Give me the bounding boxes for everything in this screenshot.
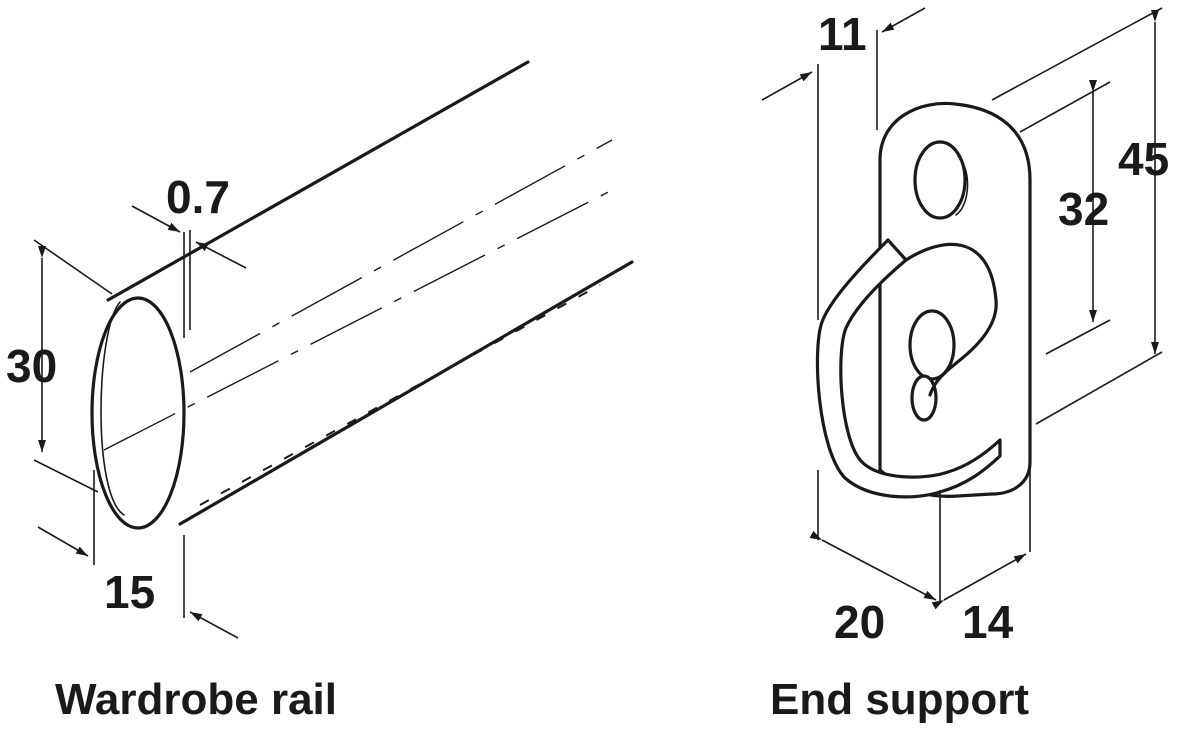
rail-centre-line-lower bbox=[103, 185, 621, 451]
dim-15-label: 15 bbox=[104, 566, 155, 618]
upper-screw-hole-inner bbox=[955, 155, 969, 216]
dim-0-7-arrow-b bbox=[195, 241, 247, 269]
support-cradle-lip bbox=[904, 242, 998, 397]
lower-screw-hole-back bbox=[910, 374, 938, 422]
dim-15-arrow-left bbox=[37, 526, 89, 557]
dim-11-arrow-right bbox=[881, 7, 926, 33]
upper-screw-hole bbox=[913, 140, 967, 220]
dim-0-7-arrow-a bbox=[131, 205, 181, 233]
rail-bottom-edge bbox=[178, 260, 634, 526]
wardrobe-rail-caption: Wardrobe rail bbox=[55, 675, 337, 724]
rail-hidden-line bbox=[199, 284, 601, 506]
dim-45-label: 45 bbox=[1118, 133, 1169, 185]
dim-32-label: 32 bbox=[1058, 183, 1109, 235]
rail-inner-wall bbox=[100, 301, 125, 516]
dim-0-7-label: 0.7 bbox=[166, 171, 230, 223]
dim-32-extension-bottom bbox=[1045, 319, 1111, 355]
dim-45-extension-top bbox=[991, 7, 1163, 101]
dim-30-extension-bottom bbox=[33, 459, 99, 493]
support-cradle bbox=[815, 238, 1002, 499]
rail-end-face bbox=[90, 296, 186, 530]
dim-45-extension-bottom bbox=[1035, 351, 1163, 425]
dim-15-arrow-right bbox=[189, 611, 239, 639]
end-support-caption: End support bbox=[770, 675, 1030, 724]
dim-32-extension-top bbox=[1019, 81, 1111, 133]
rail-top-edge bbox=[106, 60, 530, 302]
dim-11-arrow-left bbox=[761, 71, 813, 101]
dim-20-line bbox=[809, 530, 937, 601]
wardrobe-rail-drawing: 30 15 0.7 bbox=[6, 60, 634, 639]
dim-30-label: 30 bbox=[6, 340, 57, 392]
dim-14-label: 14 bbox=[962, 596, 1014, 648]
rail-centre-line-upper bbox=[189, 139, 613, 373]
end-support-drawing: 11 45 32 20 14 bbox=[761, 7, 1169, 648]
dim-14-line bbox=[931, 553, 1027, 610]
dim-20-label: 20 bbox=[834, 596, 885, 648]
dim-30-extension-top bbox=[33, 239, 113, 295]
dim-11-label: 11 bbox=[818, 8, 867, 60]
